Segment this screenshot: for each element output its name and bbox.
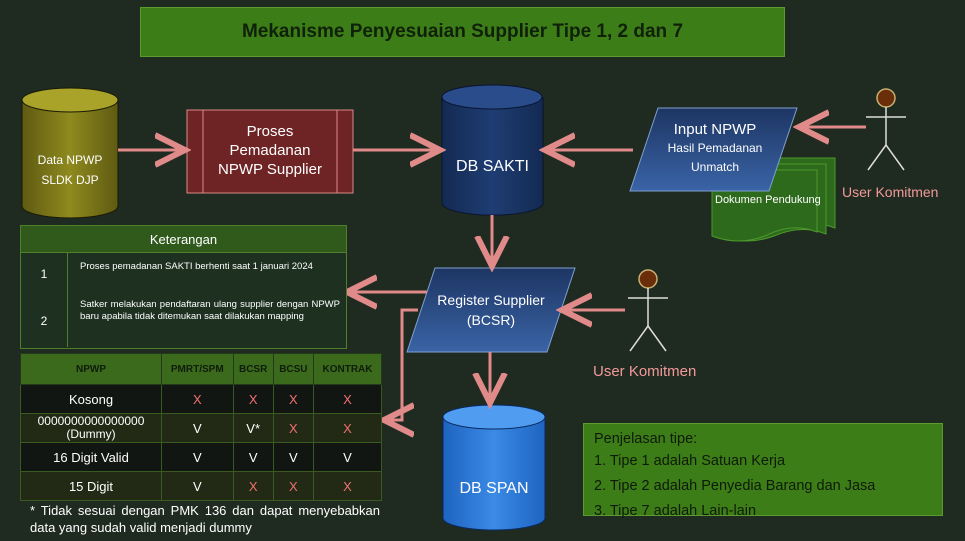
penjelasan-item: 1. Tipe 1 adalah Satuan Kerja (594, 453, 786, 469)
flow-arrows (118, 127, 866, 420)
table-row: Kosong X X X X (20, 384, 383, 414)
table-cell: X (272, 471, 314, 501)
row-number: 1 (21, 253, 68, 295)
label-line: Pemadanan (229, 142, 311, 159)
label-line: Hasil Pemadanan (667, 141, 763, 155)
proses-label: Proses Pemadanan NPWP Supplier (203, 122, 337, 179)
dokumen-pendukung-label: Dokumen Pendukung (715, 194, 821, 206)
table-cell: 16 Digit Valid (20, 442, 162, 472)
label-line: SLDK DJP (41, 173, 99, 187)
table-cell: V* (232, 413, 274, 443)
user-icon (866, 88, 906, 171)
user-komitmen-label: User Komitmen (593, 363, 697, 380)
input-npwp-label: Input NPWP Hasil Pemadanan Unmatch (640, 120, 790, 177)
table-cell: 0000000000000000 (Dummy) (20, 413, 162, 443)
column-header: KONTRAK (312, 353, 383, 385)
register-supplier-label: Register Supplier (BCSR) (415, 290, 567, 330)
table-cell: V (272, 442, 314, 472)
table-cell: X (161, 384, 234, 414)
row-number: 2 (21, 295, 68, 347)
row-text: Proses pemadanan SAKTI berhenti saat 1 j… (80, 261, 313, 272)
table-cell: X (232, 471, 274, 501)
table-cell: X (272, 384, 314, 414)
table-cell: 15 Digit (20, 471, 162, 501)
table-cell: V (161, 413, 234, 443)
label-line: (BCSR) (466, 312, 516, 328)
proses-box (186, 109, 354, 194)
penjelasan-box: Penjelasan tipe: 1. Tipe 1 adalah Satuan… (583, 423, 943, 519)
keterangan-box: Keterangan 1 Proses pemadanan SAKTI berh… (20, 225, 347, 349)
table-row: 0000000000000000 (Dummy) V V* X X (20, 413, 383, 443)
page-title: Mekanisme Penyesuaian Supplier Tipe 1, 2… (140, 7, 785, 57)
table-cell: V (161, 471, 234, 501)
keterangan-row: 2 Satker melakukan pendaftaran ulang sup… (21, 295, 346, 347)
db-sakti-cylinder (441, 84, 544, 216)
label-line: Proses (246, 123, 294, 140)
db-span-label: DB SPAN (459, 480, 529, 497)
user-icon (628, 269, 668, 352)
input-npwp-shape (629, 107, 798, 192)
column-header: PMRT/SPM (161, 353, 234, 385)
table-cell: X (272, 413, 314, 443)
penjelasan-header: Penjelasan tipe: (594, 431, 698, 447)
register-supplier-shape (406, 267, 576, 353)
table-cell: X (312, 384, 383, 414)
user-komitmen-label: User Komitmen (842, 184, 939, 200)
table-row: 15 Digit V X X X (20, 471, 383, 501)
table-cell: X (232, 384, 274, 414)
column-header: BCSU (272, 353, 314, 385)
column-header: BCSR (232, 353, 274, 385)
keterangan-header: Keterangan (21, 226, 346, 253)
label-line: Register Supplier (437, 292, 545, 308)
label-line: Data NPWP (37, 153, 103, 167)
label-line: Input NPWP (673, 121, 757, 138)
npwp-table: NPWP PMRT/SPM BCSR BCSU KONTRAK Kosong X… (20, 353, 383, 501)
db-span-cylinder (442, 404, 546, 531)
footnote: * Tidak sesuai dengan PMK 136 dan dapat … (30, 503, 380, 535)
table-cell: X (312, 471, 383, 501)
row-text: Satker melakukan pendaftaran ulang suppl… (80, 299, 340, 322)
table-cell: V (312, 442, 383, 472)
data-npwp-label: Data NPWP SLDK DJP (22, 150, 118, 190)
label-line: Unmatch (690, 160, 740, 174)
penjelasan-item: 3. Tipe 7 adalah Lain-lain (594, 503, 757, 519)
table-cell: V (161, 442, 234, 472)
penjelasan-item: 2. Tipe 2 adalah Penyedia Barang dan Jas… (594, 478, 876, 494)
column-header: NPWP (20, 353, 162, 385)
table-cell: V (232, 442, 274, 472)
label-line: NPWP Supplier (218, 161, 322, 178)
data-npwp-cylinder (21, 87, 119, 219)
table-cell: Kosong (20, 384, 162, 414)
table-cell: X (312, 413, 383, 443)
keterangan-row: 1 Proses pemadanan SAKTI berhenti saat 1… (21, 253, 346, 295)
db-sakti-label: DB SAKTI (456, 158, 529, 175)
table-row: 16 Digit Valid V V V V (20, 442, 383, 472)
table-header-row: NPWP PMRT/SPM BCSR BCSU KONTRAK (20, 353, 383, 385)
